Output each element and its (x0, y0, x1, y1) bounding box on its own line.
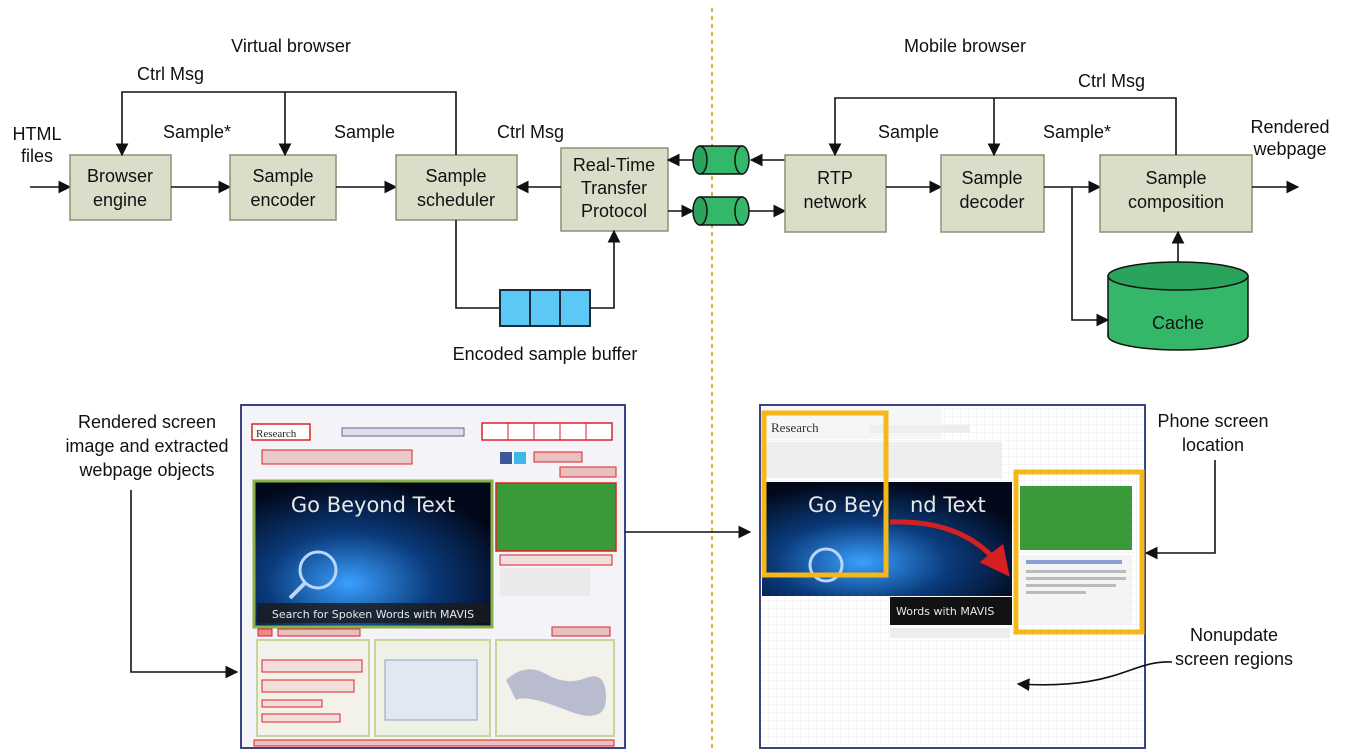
buffer-slot-3 (559, 289, 591, 327)
cache-cylinder (1107, 261, 1249, 351)
sample-encoder-label-2: encoder (250, 190, 315, 210)
browser-engine-block (69, 154, 172, 221)
rendered-screen-label-3: webpage objects (78, 460, 214, 480)
sample-encoder-block (229, 154, 337, 221)
rtp-protocol-label-2: Transfer (581, 178, 647, 198)
sample-decoder-label-1: Sample (961, 168, 1022, 188)
phone-screen-highlight-new (1013, 469, 1145, 635)
mobile-browser-title: Mobile browser (904, 36, 1026, 56)
sample-composition-label-1: Sample (1145, 168, 1206, 188)
browser-engine-label-1: Browser (87, 166, 153, 186)
mobile-logo: Research (771, 420, 819, 435)
sample-encoder-label-1: Sample (252, 166, 313, 186)
lower-channel-cylinder (692, 196, 750, 226)
sample-scheduler-label-2: scheduler (417, 190, 495, 210)
thumb-banner-title: Go Beyond Text (291, 493, 455, 517)
sample-decoder-block (940, 154, 1045, 233)
thumb-logo: Research (256, 428, 297, 440)
ctrl-msg-label-mid: Ctrl Msg (497, 122, 564, 142)
sample-scheduler-block (395, 154, 518, 221)
rendered-webpage-label-1: Rendered (1250, 117, 1329, 137)
virtual-browser-title: Virtual browser (231, 36, 351, 56)
sample-scheduler-label-1: Sample (425, 166, 486, 186)
thumb-banner-caption: Search for Spoken Words with MAVIS (272, 608, 474, 621)
nonupdate-label-2: screen regions (1175, 649, 1293, 669)
rtp-protocol-label-1: Real-Time (573, 155, 655, 175)
phone-screen-label-1: Phone screen (1157, 411, 1268, 431)
mobile-banner-title-right: nd Text (910, 493, 986, 517)
upper-channel-cylinder (692, 145, 750, 175)
buffer-slot-1 (499, 289, 531, 327)
rendered-screen-label-2: image and extracted (65, 436, 228, 456)
html-files-label-2: files (21, 146, 53, 166)
encoded-buffer-label: Encoded sample buffer (453, 344, 638, 364)
sample-composition-label-2: composition (1128, 192, 1224, 212)
rtp-network-block (784, 154, 887, 233)
move-arrow (889, 519, 1010, 577)
sample-star-label-left: Sample* (163, 122, 231, 142)
mobile-screen-thumbnail: Research Go Bey nd Text Words with MAVIS (759, 404, 1146, 749)
rtp-protocol-block (560, 147, 669, 232)
ctrl-msg-label-right: Ctrl Msg (1078, 71, 1145, 91)
rtp-network-label-2: network (803, 192, 867, 212)
mobile-banner-title-left: Go Bey (808, 493, 884, 517)
rendered-screen-label-1: Rendered screen (78, 412, 216, 432)
buffer-slot-2 (529, 289, 561, 327)
mobile-banner-caption: Words with MAVIS (896, 605, 994, 618)
rtp-network-label-1: RTP (817, 168, 853, 188)
sample-label-right: Sample (878, 122, 939, 142)
sample-decoder-label-2: decoder (959, 192, 1024, 212)
html-files-label-1: HTML (13, 124, 62, 144)
ctrl-msg-label-left: Ctrl Msg (137, 64, 204, 84)
browser-engine-label-2: engine (93, 190, 147, 210)
nonupdate-label-1: Nonupdate (1190, 625, 1278, 645)
cache-label: Cache (1152, 313, 1204, 333)
rendered-webpage-label-2: webpage (1252, 139, 1326, 159)
phone-screen-label-2: location (1182, 435, 1244, 455)
rtp-protocol-label-3: Protocol (581, 201, 647, 221)
rendered-screen-thumbnail: Research Go Beyond Text Search for Spoke… (240, 404, 626, 749)
phone-screen-highlight-old (761, 410, 889, 578)
sample-label-left: Sample (334, 122, 395, 142)
sample-star-label-right: Sample* (1043, 122, 1111, 142)
